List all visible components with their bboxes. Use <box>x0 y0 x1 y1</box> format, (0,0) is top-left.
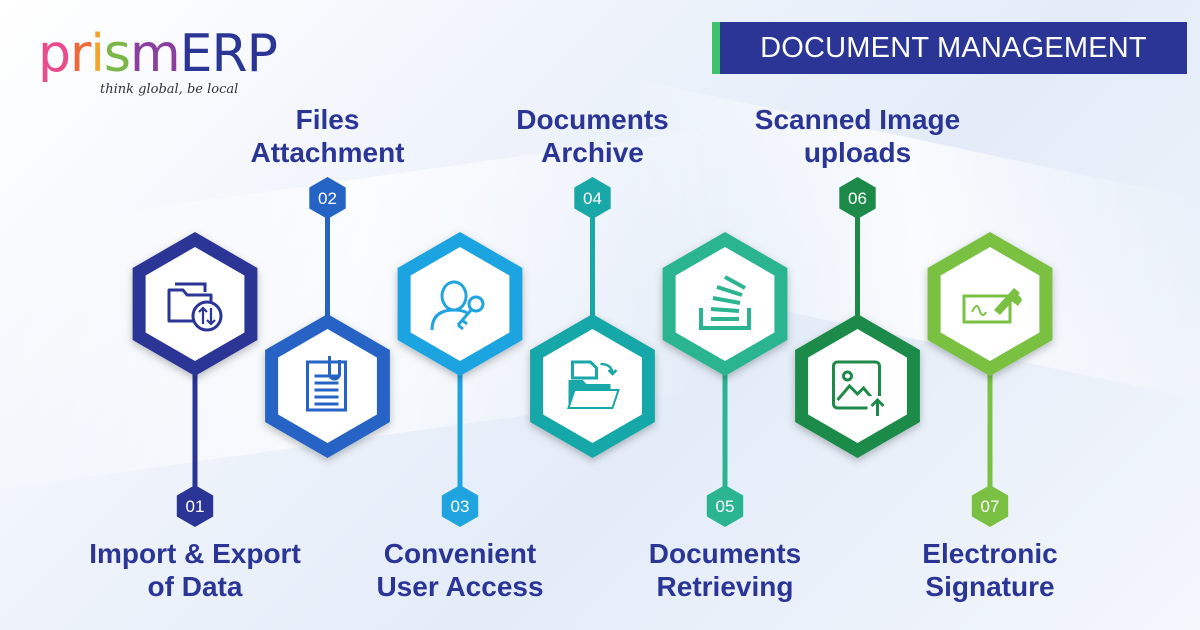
page-title: DOCUMENT MANAGEMENT <box>760 31 1147 64</box>
logo-letter: r <box>70 24 91 84</box>
logo-letter: P <box>246 24 278 84</box>
logo-tagline: think global, be local <box>100 82 239 97</box>
step-number: 05 <box>716 497 735 516</box>
step-badge-07: 07 <box>971 485 1009 527</box>
step-badge-01: 01 <box>176 485 214 527</box>
hexagon-inner <box>145 247 245 361</box>
step-hexagon-07 <box>927 232 1053 376</box>
step-title-line2: Signature <box>925 571 1055 602</box>
logo-letter: E <box>179 24 213 84</box>
step-number: 04 <box>583 189 602 208</box>
badge-hexagon <box>839 177 876 219</box>
hexagon-inner <box>940 247 1040 361</box>
step-title-line2: of Data <box>147 571 243 602</box>
logo-letter: R <box>211 24 247 84</box>
badge-hexagon <box>441 485 479 527</box>
document-attachment-icon <box>306 356 347 412</box>
archive-folder-icon <box>567 360 620 409</box>
badge-hexagon <box>971 485 1009 527</box>
step-number: 02 <box>318 189 337 208</box>
step-hexagon-06 <box>795 314 920 458</box>
step-hexagon-03 <box>397 232 523 376</box>
step-number: 06 <box>848 189 867 208</box>
badge-hexagon <box>574 177 611 219</box>
step-badge-04: 04 <box>574 177 611 219</box>
logo-letter: m <box>129 24 181 84</box>
logo-letter: i <box>90 24 104 84</box>
step-title-line1: Scanned Image <box>754 104 961 135</box>
step-hexagon-02 <box>265 314 390 458</box>
step-hexagon-05 <box>662 232 788 376</box>
step-badge-06: 06 <box>839 177 876 219</box>
step-title-line2: Retrieving <box>656 571 794 602</box>
step-badge-02: 02 <box>309 177 346 219</box>
step-number: 07 <box>981 497 1000 516</box>
header-banner: DOCUMENT MANAGEMENT <box>712 22 1187 74</box>
step-title-line2: Attachment <box>250 137 405 168</box>
step-badge-05: 05 <box>706 485 744 527</box>
folder-transfer-icon <box>167 282 223 332</box>
document-stack-icon <box>699 275 751 330</box>
logo-letter: s <box>103 24 131 84</box>
step-title-line1: Convenient <box>383 538 537 569</box>
step-title-line1: Documents <box>648 538 802 569</box>
step-title-line1: Import & Export <box>89 538 301 569</box>
step-title-line2: Archive <box>541 137 644 168</box>
hexagon-inner <box>675 247 775 361</box>
step-title-line2: uploads <box>803 137 912 168</box>
step-hexagon-04 <box>530 314 655 458</box>
step-number: 01 <box>186 497 205 516</box>
logo-letter: p <box>38 24 71 84</box>
step-number: 03 <box>451 497 470 516</box>
badge-hexagon <box>706 485 744 527</box>
user-key-icon <box>430 280 485 331</box>
step-badge-03: 03 <box>441 485 479 527</box>
step-title-line2: User Access <box>376 571 544 602</box>
step-title-line1: Files <box>295 104 360 135</box>
badge-hexagon <box>309 177 346 219</box>
badge-hexagon <box>176 485 214 527</box>
signature-pen-icon <box>962 288 1022 324</box>
hexagon-inner <box>278 329 377 443</box>
step-title-line1: Electronic <box>922 538 1058 569</box>
image-upload-icon <box>832 360 890 418</box>
hexagon-inner <box>410 247 510 361</box>
prismerp-logo: prismERP think global, be local <box>38 28 278 108</box>
step-hexagon-01 <box>132 232 258 376</box>
step-title-line1: Documents <box>516 104 669 135</box>
logo-wordmark: prismERP <box>38 28 278 80</box>
